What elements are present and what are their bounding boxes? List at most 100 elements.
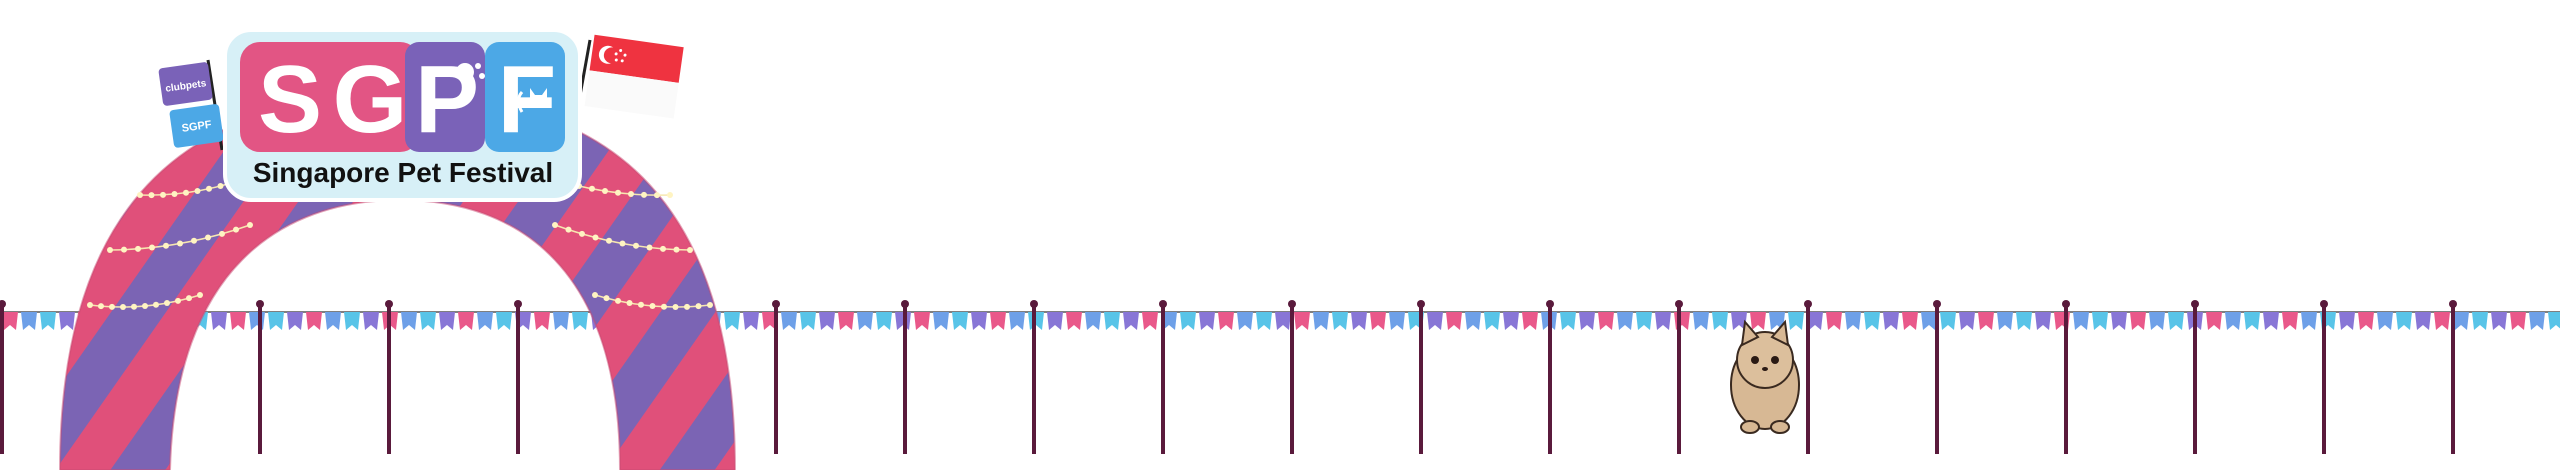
bunting-pennant [496, 312, 512, 330]
bunting-pennant [268, 312, 284, 330]
bunting-pennant [1465, 312, 1481, 330]
bunting-pennant [2396, 312, 2412, 330]
bunting-pennant [1959, 312, 1975, 330]
bunting-pennant [2168, 312, 2184, 330]
bunting-pennant [458, 312, 474, 330]
bunting-pennant [1712, 312, 1728, 330]
bunting-pennant [857, 312, 873, 330]
clubpets-flag [158, 62, 213, 106]
bunting-pennant [1009, 312, 1025, 330]
bunting-post-cap [1933, 300, 1941, 308]
bunting-pennant [1522, 312, 1538, 330]
bunting-pennant [1351, 312, 1367, 330]
bunting-pennant [952, 312, 968, 330]
bunting-pennant [2491, 312, 2507, 330]
bunting-post-cap [1159, 300, 1167, 308]
bunting-pennant [1883, 312, 1899, 330]
bunting-post-cap [2449, 300, 2457, 308]
bunting-post [2451, 304, 2455, 454]
arch-light-bulb [667, 192, 673, 198]
bunting-pennant [1845, 312, 1861, 330]
bunting-pennant [1636, 312, 1652, 330]
bunting-pennant [2415, 312, 2431, 330]
arch-light-bulb [641, 191, 647, 198]
bunting-garland [0, 300, 2560, 454]
bunting-pennant [2377, 312, 2393, 330]
arch-light-bulb [142, 303, 148, 309]
bunting-pennant [325, 312, 341, 330]
arch-light-bulb [191, 237, 197, 244]
bunting-pennant [1921, 312, 1937, 330]
bunting-pennant [876, 312, 892, 330]
arch-light-bulb [603, 295, 610, 302]
bunting-pennant [2529, 312, 2545, 330]
arch-light-bulb [183, 189, 189, 196]
bunting-pennant [1370, 312, 1386, 330]
arch-light-bulb [120, 304, 126, 311]
arch-light-bulb [592, 234, 599, 241]
arch-light-bulb [552, 222, 558, 228]
bunting-pennant [1902, 312, 1918, 330]
arch-light-bulb [163, 242, 169, 249]
bunting-pennant [59, 312, 75, 330]
bunting-pennant [781, 312, 797, 330]
bunting-pennant [2548, 312, 2560, 330]
arch-light-bulb [646, 244, 653, 251]
arch-light-bulb [131, 303, 137, 310]
bunting-pennant [1218, 312, 1234, 330]
bunting-post [0, 304, 4, 454]
arch-light-bulb [673, 246, 680, 253]
bunting-post [516, 304, 520, 454]
bunting-post [1935, 304, 1939, 454]
arch-light-bulb [633, 242, 639, 249]
bunting-post-cap [1288, 300, 1296, 308]
bunting-post [2193, 304, 2197, 454]
bunting-pennant [1617, 312, 1633, 330]
bunting-pennant [1997, 312, 2013, 330]
arch-light-bulb [579, 230, 585, 237]
arch-light-bulb [654, 192, 660, 199]
bunting-pennant [1142, 312, 1158, 330]
bunting-post-cap [1546, 300, 1554, 308]
bunting-post-cap [1675, 300, 1683, 308]
bunting-pennant [724, 312, 740, 330]
bunting-pennant [1788, 312, 1804, 330]
bunting-pennant [2301, 312, 2317, 330]
bunting-pennant [1826, 312, 1842, 330]
bunting-post-cap [385, 300, 393, 308]
bunting-pennant [1104, 312, 1120, 330]
bunting-post-cap [514, 300, 522, 308]
bunting-pennant [1199, 312, 1215, 330]
arch-light-bulb [602, 188, 608, 194]
bunting-pennant [1180, 312, 1196, 330]
bunting-pennant [1313, 312, 1329, 330]
bunting-post-cap [1030, 300, 1038, 308]
bunting-pennant [534, 312, 550, 330]
bunting-pennant [800, 312, 816, 330]
arch-light-bulb [707, 302, 713, 308]
bunting-pennant [21, 312, 37, 330]
arch-light-bulb [186, 295, 192, 302]
bunting-post-cap [256, 300, 264, 308]
logo-letter-f: F [498, 46, 557, 153]
arch-light-bulb [672, 304, 679, 311]
singapore-flag [584, 34, 684, 119]
arch-light-bulb [98, 303, 104, 310]
bunting-pennant [2, 312, 18, 330]
bunting-pennant [2263, 312, 2279, 330]
bunting-pennant [1693, 312, 1709, 330]
arch-light-bulb [135, 245, 141, 252]
bunting-post-cap [901, 300, 909, 308]
bunting-pennant [1427, 312, 1443, 330]
bunting-pennant [838, 312, 854, 330]
bunting-pennant [1047, 312, 1063, 330]
bunting-pennant [1294, 312, 1310, 330]
bunting-pennant [439, 312, 455, 330]
sgpf-logo: S G P F Singapore Pet Festival [223, 28, 582, 202]
logo-letter-p: P [415, 46, 479, 153]
bunting-pennant [1750, 312, 1766, 330]
arch-light-bulb [137, 192, 143, 198]
bunting-pennant [1275, 312, 1291, 330]
bunting-post [2322, 304, 2326, 454]
arch-light-bulb [177, 240, 183, 247]
